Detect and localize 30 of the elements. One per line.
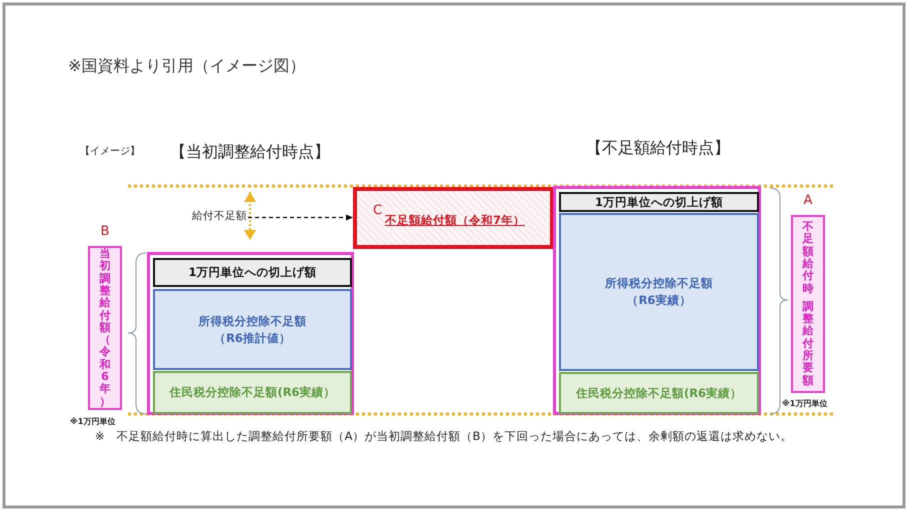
segment-label: 住民税分控除不足額(R6実績） [576, 386, 742, 400]
bar-segment [559, 192, 759, 212]
segment-label: 所得税分控除不足額（R6推計値） [198, 312, 308, 346]
source-note: ※国資料より引用（イメージ図） [68, 56, 306, 77]
segment-label: 1万円単位への切上げ額 [594, 194, 723, 210]
stacked-bar [553, 186, 761, 415]
section-tag: 【イメージ】 [80, 144, 140, 158]
bar-segment [153, 371, 352, 414]
vertical-label: 不足額給付時 [802, 221, 814, 295]
bar-segment [153, 258, 352, 287]
vertical-label: 当初調整給付額（令和6年） [99, 248, 111, 408]
segment-label: 所得税分控除不足額（R6実績） [604, 275, 714, 309]
letter-label: C [373, 203, 382, 218]
box-label: 不足額給付額（令和7年） [385, 213, 526, 228]
unit-note: ※1万円単位 [782, 398, 828, 409]
shortfall-box [353, 187, 554, 249]
column-heading: 【不足額給付時点】 [586, 138, 730, 159]
stacked-bar [147, 252, 354, 415]
unit-note: ※1万円単位 [70, 416, 116, 427]
letter-label: A [802, 193, 814, 210]
vertical-label: 調整給付所要額 [802, 300, 814, 387]
column-heading: 【当初調整給付時点】 [170, 142, 330, 163]
bar-segment [559, 372, 759, 414]
segment-label: 住民税分控除不足額(R6実績） [169, 385, 336, 400]
segment-label: 1万円単位への切上げ額 [188, 265, 316, 280]
arrow [248, 214, 353, 220]
letter-label: B [100, 224, 110, 241]
bar-segment [559, 213, 759, 371]
bar-segment [153, 289, 352, 370]
footnote: ※ 不足額給付時に算出した調整給付所要額（A）が当初調整給付額（B）を下回った場合にあっては、余剰額の返還は求めない。 [95, 429, 792, 444]
